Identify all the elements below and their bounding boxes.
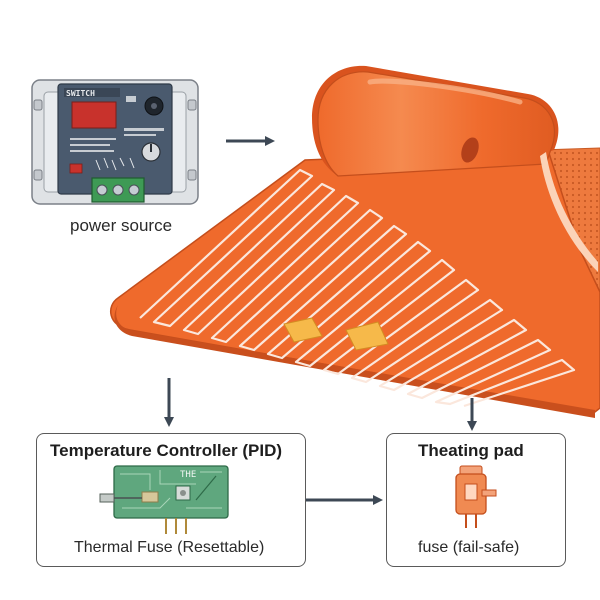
pad-title: Theating pad	[418, 441, 524, 460]
thermal-fuse-label: Thermal Fuse (Resettable)	[74, 539, 265, 556]
power-supply-icon	[31, 79, 199, 205]
heating-pad-icon	[109, 65, 600, 418]
controller-title: Temperature Controller (PID)	[50, 441, 283, 460]
power-source-label: power source	[70, 216, 173, 235]
pad-fuse-label: fuse (fail-safe)	[418, 539, 520, 556]
